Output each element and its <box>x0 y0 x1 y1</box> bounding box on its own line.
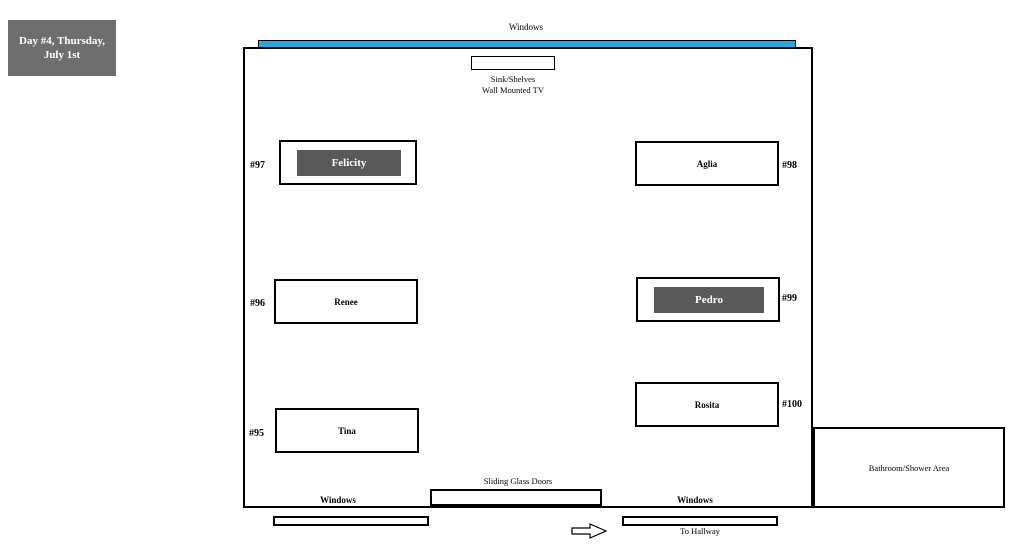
bed-96-number: #96 <box>250 298 265 309</box>
windows-top-label: Windows <box>508 22 544 32</box>
day-label-box: Day #4, Thursday, July 1st <box>8 20 116 76</box>
bed-100-number: #100 <box>782 399 802 410</box>
bed-98-number: #98 <box>782 160 797 171</box>
windows-bottom-left-label: Windows <box>320 495 356 505</box>
day-label-line2: July 1st <box>43 49 81 61</box>
bottom-right-window <box>622 516 778 526</box>
wall-mounted-tv-text: Wall Mounted TV <box>482 85 544 95</box>
sliding-glass-doors[interactable] <box>430 489 602 506</box>
bottom-left-window <box>273 516 429 526</box>
bed-96[interactable]: Renee <box>274 279 418 324</box>
bed-99[interactable]: Pedro <box>636 277 780 322</box>
bed-99-number: #99 <box>782 293 797 304</box>
bed-100[interactable]: Rosita <box>635 382 779 427</box>
hallway-arrow-icon <box>571 523 608 539</box>
bed-100-name: Rosita <box>694 399 720 410</box>
windows-bottom-right-label: Windows <box>677 495 713 505</box>
bed-98[interactable]: Aglia <box>635 141 779 186</box>
to-hallway-label: To Hallway <box>680 526 720 536</box>
bed-98-name: Aglia <box>696 158 718 169</box>
sliding-glass-doors-label: Sliding Glass Doors <box>483 476 553 486</box>
bathroom-shower-area: Bathroom/Shower Area <box>813 427 1005 508</box>
bathroom-label: Bathroom/Shower Area <box>868 462 950 473</box>
sink-shelves-label: Sink/Shelves Wall Mounted TV <box>453 74 573 96</box>
bed-97-number: #97 <box>250 160 265 171</box>
sink-shelves-box <box>471 56 555 70</box>
bed-97[interactable]: Felicity <box>279 140 417 185</box>
bed-96-name: Renee <box>334 296 358 307</box>
bed-95-number: #95 <box>249 428 264 439</box>
bed-95[interactable]: Tina <box>275 408 419 453</box>
bed-99-name: Pedro <box>654 286 764 313</box>
day-label-line1: Day #4, Thursday, <box>19 35 105 47</box>
bed-95-name: Tina <box>338 425 356 436</box>
sink-shelves-text: Sink/Shelves <box>490 74 536 84</box>
bed-97-name: Felicity <box>296 149 402 176</box>
